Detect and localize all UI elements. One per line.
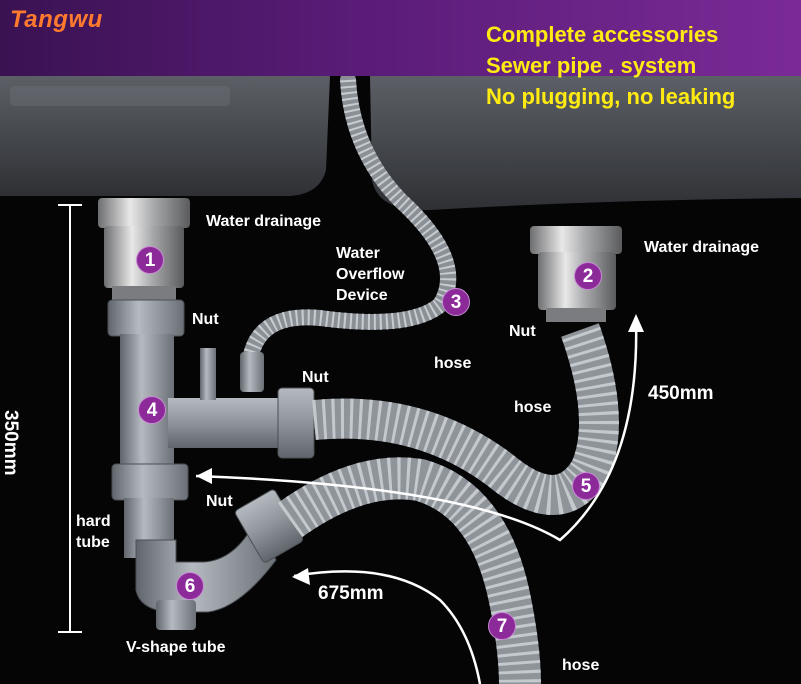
label-nut-1: Nut [192, 311, 219, 328]
label-water-drainage-2: Water drainage [644, 239, 759, 256]
drain-strainer-2 [530, 226, 622, 254]
label-nut-4: Nut [206, 493, 233, 510]
nut-top [107, 299, 185, 337]
label-nut-2: Nut [509, 323, 536, 340]
label-nut-3: Nut [302, 369, 329, 386]
label-water-drainage-1: Water drainage [206, 213, 321, 230]
badge-3: 3 [442, 288, 470, 316]
label-hose-5: hose [514, 399, 552, 416]
badge-7: 7 [488, 612, 516, 640]
dimension-675mm: 675mm [318, 583, 384, 604]
label-v-shape-tube: V-shape tube [126, 639, 226, 656]
label-hard-line-1: hard [76, 513, 111, 530]
v-shape-tube [135, 518, 277, 613]
brand-logo: Tangwu [10, 6, 103, 33]
dimension-350mm: 350mm [0, 410, 21, 476]
label-hose-7: hose [562, 657, 600, 674]
drain-strainer-1 [98, 198, 190, 228]
badge-2: 2 [574, 262, 602, 290]
badge-4: 4 [138, 396, 166, 424]
badge-1: 1 [136, 246, 164, 274]
headline-3: No plugging, no leaking [486, 84, 736, 109]
label-overflow-line-1: Water [336, 245, 380, 262]
tee-branch [168, 398, 286, 448]
hose-5-length-arrow [195, 319, 638, 542]
badge-5: 5 [572, 472, 600, 500]
header-banner [0, 0, 801, 76]
dimension-450mm: 450mm [648, 383, 714, 404]
label-hard-line-2: tube [76, 534, 110, 551]
label-overflow-line-2: Overflow [336, 266, 405, 283]
label-overflow-line-3: Device [336, 287, 388, 304]
hose-7-length-arrow [293, 570, 482, 684]
hose-5 [312, 323, 619, 515]
badge-6: 6 [176, 572, 204, 600]
label-hose-3: hose [434, 355, 472, 372]
right-sink-basin [370, 76, 801, 211]
tee-nut [277, 387, 315, 459]
nut-lower [111, 463, 189, 501]
headline-1: Complete accessories [486, 22, 719, 47]
headline-2: Sewer pipe . system [486, 53, 697, 78]
